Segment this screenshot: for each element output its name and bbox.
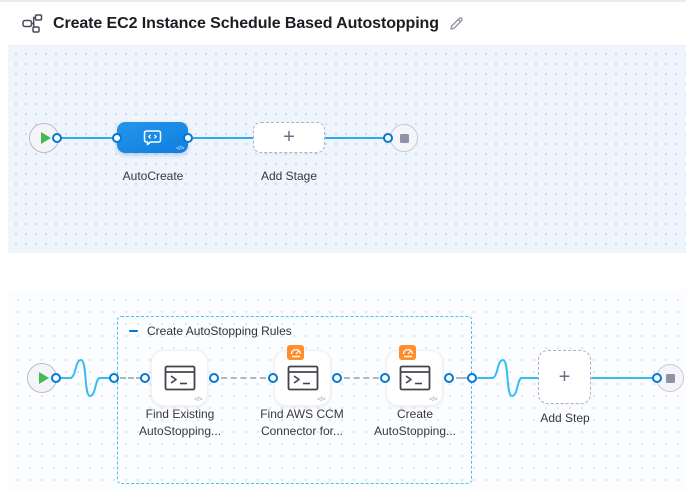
play-icon bbox=[38, 372, 49, 384]
pipeline-header: Create EC2 Instance Schedule Based Autos… bbox=[0, 2, 686, 45]
stage-canvas[interactable]: </> + AutoCreate Add Stage bbox=[8, 45, 686, 253]
collapse-minus-icon[interactable] bbox=[129, 329, 138, 333]
connector-port bbox=[112, 133, 122, 143]
step-label: Find AWS CCM Connector for... bbox=[260, 407, 344, 438]
shell-script-terminal-icon bbox=[164, 365, 196, 391]
group-boundary-squiggle bbox=[70, 358, 100, 398]
step-canvas[interactable]: Create AutoStopping Rules </> bbox=[8, 290, 686, 491]
step-node-create-autostopping[interactable]: </> bbox=[386, 345, 443, 406]
pipeline-graph-icon bbox=[22, 14, 43, 33]
connector-port bbox=[383, 133, 393, 143]
connector-port bbox=[52, 133, 62, 143]
pipeline-end-node bbox=[390, 124, 418, 152]
stop-icon bbox=[665, 373, 675, 383]
dashed-connector bbox=[120, 377, 142, 379]
connector-port bbox=[380, 373, 390, 383]
step-group-create-autostopping-rules: Create AutoStopping Rules bbox=[117, 316, 472, 484]
connector-port bbox=[209, 373, 219, 383]
connector-line bbox=[520, 377, 539, 379]
connector-line bbox=[325, 137, 386, 139]
connector-line bbox=[98, 377, 111, 379]
step-label: Find Existing AutoStopping... bbox=[138, 407, 222, 438]
connector-port bbox=[652, 373, 662, 383]
connector-port bbox=[268, 373, 278, 383]
ccm-gauge-icon bbox=[399, 345, 416, 360]
page-title: Create EC2 Instance Schedule Based Autos… bbox=[53, 14, 439, 32]
step-group-header[interactable]: Create AutoStopping Rules bbox=[129, 324, 292, 338]
code-indicator-icon: </> bbox=[194, 396, 202, 403]
code-indicator-icon: </> bbox=[429, 396, 437, 403]
ccm-gauge-icon bbox=[287, 345, 304, 360]
add-stage-label: Add Stage bbox=[260, 169, 318, 183]
step-node-find-aws-ccm-connector[interactable]: </> bbox=[274, 345, 331, 406]
dashed-connector bbox=[456, 377, 468, 379]
add-stage-button[interactable]: + bbox=[253, 122, 325, 153]
stage-node-autocreate[interactable]: </> bbox=[117, 122, 188, 153]
step-group-label: Create AutoStopping Rules bbox=[147, 324, 292, 338]
connector-line bbox=[591, 377, 653, 379]
custom-stage-code-icon bbox=[143, 129, 162, 146]
plus-icon: + bbox=[283, 126, 295, 148]
connector-port bbox=[332, 373, 342, 383]
top-divider bbox=[0, 0, 686, 2]
add-step-label: Add Step bbox=[540, 411, 590, 425]
plus-icon: + bbox=[558, 365, 571, 388]
shell-script-terminal-icon bbox=[287, 365, 319, 391]
edit-pencil-icon[interactable] bbox=[449, 16, 464, 31]
dashed-connector bbox=[344, 377, 379, 379]
connector-port bbox=[140, 373, 150, 383]
add-step-button[interactable]: + bbox=[538, 350, 591, 404]
step-label: Create AutoStopping... bbox=[373, 407, 457, 438]
connector-port bbox=[109, 373, 119, 383]
shell-script-terminal-icon bbox=[399, 365, 431, 391]
connector-port bbox=[467, 373, 477, 383]
connector-line bbox=[477, 377, 494, 379]
code-indicator-icon: </> bbox=[317, 396, 325, 403]
step-node-find-existing-autostopping[interactable]: </> bbox=[151, 350, 208, 406]
stop-icon bbox=[399, 133, 409, 143]
connector-line bbox=[192, 137, 254, 139]
stage-label: AutoCreate bbox=[122, 169, 184, 183]
connector-line bbox=[59, 377, 72, 379]
play-icon bbox=[40, 132, 51, 144]
connector-port bbox=[51, 373, 61, 383]
connector-port bbox=[183, 133, 193, 143]
connector-port bbox=[444, 373, 454, 383]
dashed-connector bbox=[221, 377, 266, 379]
code-indicator-icon: </> bbox=[176, 145, 184, 152]
group-boundary-squiggle bbox=[492, 358, 522, 398]
connector-line bbox=[60, 137, 120, 139]
